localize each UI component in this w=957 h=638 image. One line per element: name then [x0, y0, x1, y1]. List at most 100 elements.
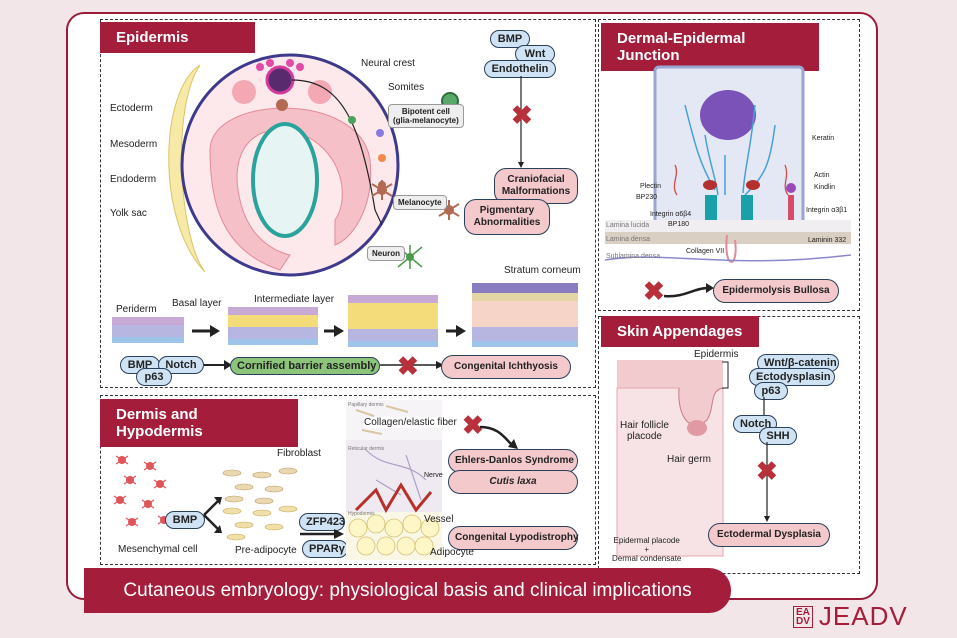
neural-crest-label: Neural crest: [361, 58, 415, 69]
kindlin-label: Kindlin: [814, 184, 836, 191]
outcome-epidermolysis-bullosa: Epidermolysis Bullosa: [713, 279, 839, 303]
signal-wnt-beta-catenin: Wnt/β-catenin: [757, 354, 839, 372]
stratification-sequence: [112, 283, 578, 347]
epidermal-placode-label: Epidermal placode + Dermal condensate: [612, 536, 682, 563]
signal-ppar-gamma: PPARγ: [302, 540, 348, 558]
plectin-label: Plectin: [640, 183, 662, 190]
stratum-corneum-label: Stratum corneum: [504, 265, 581, 276]
dermis-arrow: [479, 425, 518, 449]
signal-bmp-dermis: BMP: [165, 511, 205, 529]
signal-p63-app: p63: [754, 382, 788, 400]
lamina-lucida-band: [605, 220, 851, 232]
somite-left: [232, 80, 256, 104]
dej-panel: [598, 19, 860, 311]
collagen-vii-label: Collagen VII: [686, 248, 725, 255]
somites-label: Somites: [388, 82, 425, 93]
signal-notch-barrier: Notch: [158, 356, 204, 374]
bmp-branch-arrows: [203, 497, 222, 533]
hair-germ-label: Hair germ: [667, 454, 711, 465]
actin-label: Actin: [814, 172, 830, 179]
hair-germ-bud: [687, 420, 707, 436]
signal-p63-barrier: p63: [136, 368, 172, 386]
collagen-vii-loop: [725, 234, 737, 263]
stage-periderm: [112, 317, 184, 343]
barrier-outcome-line: [380, 361, 444, 369]
outcome-ehlers-danlos: Ehlers-Danlos Syndrome: [448, 449, 578, 473]
signal-arrow: [518, 76, 524, 168]
dej-header: Dermal-Epidermal Junction: [601, 23, 819, 71]
lamina-densa-band: [605, 232, 851, 244]
stage-intermediate: [228, 307, 318, 345]
outcome-craniofacial: Craniofacial Malformations: [494, 168, 578, 204]
logo-mark-icon: EA DV: [793, 605, 813, 628]
block-x-icon: ✖: [511, 100, 533, 130]
app-x-icon: ✖: [756, 456, 778, 486]
signal-bmp: BMP: [490, 30, 530, 48]
laminin-332-label: Laminin 332: [808, 237, 847, 244]
neuron-label: Neuron: [367, 246, 405, 261]
sublamina-fibers: [604, 254, 852, 262]
pre-adipocyte-label: Pre-adipocyte: [235, 545, 297, 556]
yolk-sac: [168, 64, 206, 273]
app-arrow-1: [763, 397, 765, 415]
hair-placode-illustration: [616, 360, 724, 557]
ectoderm-label: Ectoderm: [110, 103, 153, 114]
fibroblast-cells: [222, 467, 298, 505]
outcome-ichthyosis: Congenital Ichthyosis: [441, 355, 571, 379]
figure-title: Cutaneous embryology: physiological basi…: [84, 568, 731, 613]
jeadv-logo: EA DV JEADV: [793, 601, 908, 632]
periderm-label: Periderm: [116, 304, 157, 315]
bipotent-cell-label: Bipotent cell (glia-melanocyte): [388, 104, 464, 128]
stage-stratified: [348, 295, 438, 347]
epidermis-panel: [100, 19, 596, 388]
papillary-dermis-label: Papillary dermis: [348, 402, 384, 408]
melanocyte-label: Melanocyte: [393, 195, 447, 210]
app-arrow-2: [764, 442, 770, 522]
embryo-illustration: [168, 53, 400, 277]
keratin-label: Keratin: [812, 135, 835, 142]
adipocyte-label: Adipocyte: [430, 547, 474, 558]
lamina-lucida-label: Lamina lucida: [606, 222, 650, 229]
dej-x-icon: ✖: [643, 276, 665, 306]
dej-arrow: [663, 283, 714, 298]
logo-text: JEADV: [818, 601, 908, 631]
bp230-label: BP230: [636, 194, 658, 201]
dermis-header: Dermis and Hypodermis: [100, 399, 298, 447]
reticular-dermis-label: Reticular dermis: [348, 446, 385, 452]
lamina-densa-label: Lamina densa: [606, 236, 650, 243]
mesenchymal-cell-label: Mesenchymal cell: [118, 544, 198, 555]
vessel-label: Vessel: [424, 514, 454, 525]
bp180-label: BP180: [668, 221, 690, 228]
actin-filaments: [673, 164, 789, 196]
outcome-pigmentary: Pigmentary Abnormalities: [464, 199, 550, 235]
signal-ectodysplasin: Ectodysplasin: [749, 368, 835, 386]
endoderm-ring: [251, 122, 319, 238]
signal-endothelin: Endothelin: [484, 60, 556, 78]
dermis-panel: [100, 395, 596, 565]
nerve-label: Nerve: [424, 472, 443, 479]
signal-shh: SHH: [759, 427, 797, 445]
endoderm-label: Endoderm: [110, 174, 157, 185]
basal-layer-label: Basal layer: [172, 298, 222, 309]
vessel-tree: [354, 482, 433, 514]
hypodermis-label: Hypodermis: [348, 511, 375, 517]
stage-cornified: [472, 283, 578, 347]
integrin-a3b1-label: Integrin α3β1: [806, 207, 848, 214]
somite-right: [308, 80, 332, 104]
dermis-illustration: [346, 400, 442, 560]
barrier-x-icon: ✖: [397, 351, 419, 381]
outcome-lypodistrophy: Congenital Lypodistrophy: [448, 526, 579, 550]
outcome-ectodermal-dysplasia: Ectodermal Dysplasia: [708, 523, 830, 547]
epidermis-label-app: Epidermis: [694, 349, 739, 360]
epidermis-header: Epidermis: [100, 22, 255, 53]
yolk-sac-label: Yolk sac: [110, 208, 147, 219]
hair-follicle-placode-label: Hair follicle placode: [620, 420, 669, 442]
fibroblast-label: Fibroblast: [277, 448, 321, 459]
signal-zfp423: ZFP423: [299, 513, 345, 531]
outcome-cutis-laxa: Cutis laxa: [448, 470, 578, 494]
integrin-a6b4-label: Integrin α6β4: [650, 211, 692, 218]
nucleus: [700, 90, 756, 140]
barrier-arrow: [204, 360, 232, 370]
melanocyte-icon: [371, 180, 393, 200]
intermediate-layer-label: Intermediate layer: [254, 294, 335, 305]
